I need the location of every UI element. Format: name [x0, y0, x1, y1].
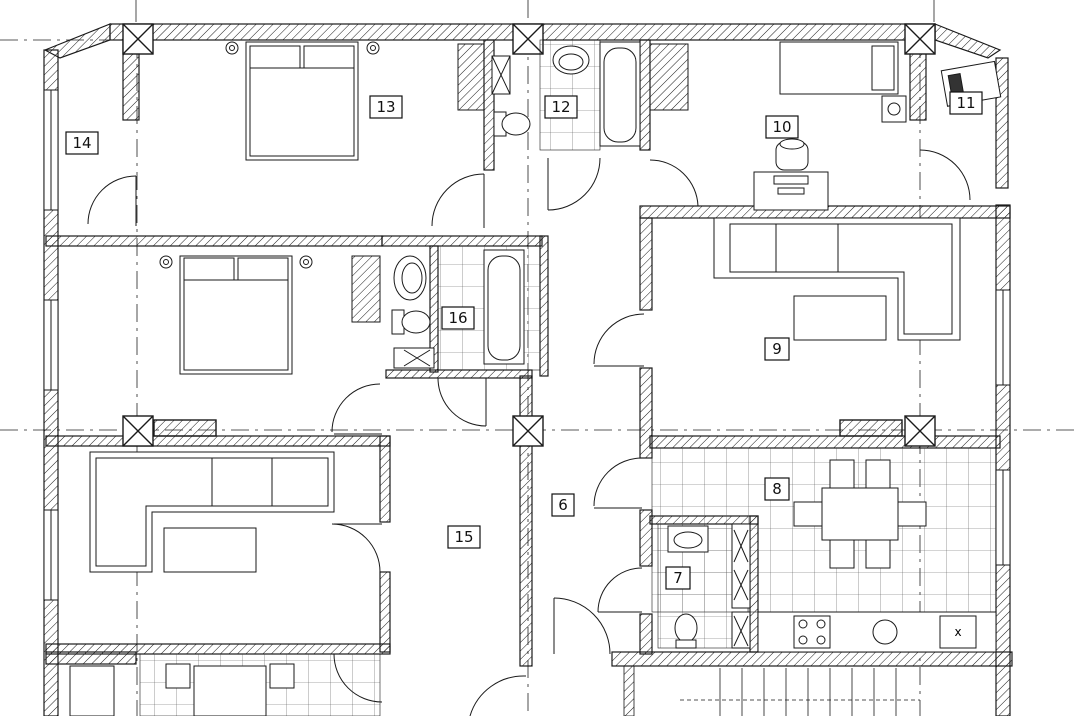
room-11-tag: 11 [949, 91, 983, 115]
doors [87, 149, 971, 716]
windows [43, 89, 1011, 601]
column [122, 415, 154, 447]
room-6-tag: 6 [551, 493, 575, 517]
column [512, 23, 544, 55]
room-12-label: 12 [551, 98, 570, 116]
furniture-bedroom-13 [225, 41, 485, 161]
staircase [623, 665, 920, 716]
room-15-label: 15 [454, 528, 473, 546]
furniture-bedroom-left [159, 255, 381, 375]
kitchen-sink [872, 619, 898, 645]
room-6-label: 6 [558, 496, 568, 514]
wardrobe [649, 43, 689, 111]
bathroom-7-fixtures [667, 525, 709, 649]
coffee-table [793, 295, 887, 341]
room-13-tag: 13 [369, 95, 403, 119]
room-8-label: 8 [772, 480, 782, 498]
bathroom-16-fixtures [391, 249, 525, 369]
stove-mark: x [954, 625, 961, 639]
room-9-label: 9 [772, 340, 782, 358]
lamp-icon [887, 102, 901, 116]
bathroom-12-fixtures [491, 41, 641, 147]
room-8-tag: 8 [764, 477, 790, 501]
furniture-bedroom-10 [649, 41, 907, 211]
room-9-tag: 9 [764, 337, 790, 361]
furniture-living-9 [713, 217, 961, 341]
columns [122, 23, 936, 447]
room-7-tag: 7 [665, 566, 691, 590]
room-10-tag: 10 [765, 115, 799, 139]
furniture-living-15 [89, 451, 335, 573]
furniture-lower-left [69, 663, 295, 716]
interior-walls [45, 39, 1011, 667]
room-14-tag: 14 [65, 131, 99, 155]
wardrobe [351, 255, 381, 323]
room-11-label: 11 [956, 94, 975, 112]
room-10-label: 10 [772, 118, 791, 136]
toilet [674, 613, 698, 643]
room-15-tag: 15 [447, 525, 481, 549]
column [122, 23, 154, 55]
room-labels: 6 7 8 9 10 11 12 13 [65, 91, 983, 590]
dining-table [821, 487, 899, 541]
room-14-label: 14 [72, 134, 91, 152]
coffee-table [163, 527, 257, 573]
column [904, 415, 936, 447]
room-16-label: 16 [448, 309, 467, 327]
shaft [393, 347, 435, 369]
furniture-kitchen-8 [731, 459, 997, 653]
column [904, 23, 936, 55]
room-13-label: 13 [376, 98, 395, 116]
wardrobe [457, 43, 485, 111]
shaft [731, 523, 751, 609]
column [512, 415, 544, 447]
room-16-tag: 16 [441, 306, 475, 330]
room-12-tag: 12 [544, 95, 578, 119]
room-7-label: 7 [673, 569, 683, 587]
dining-table [193, 665, 267, 716]
stove [793, 615, 831, 649]
